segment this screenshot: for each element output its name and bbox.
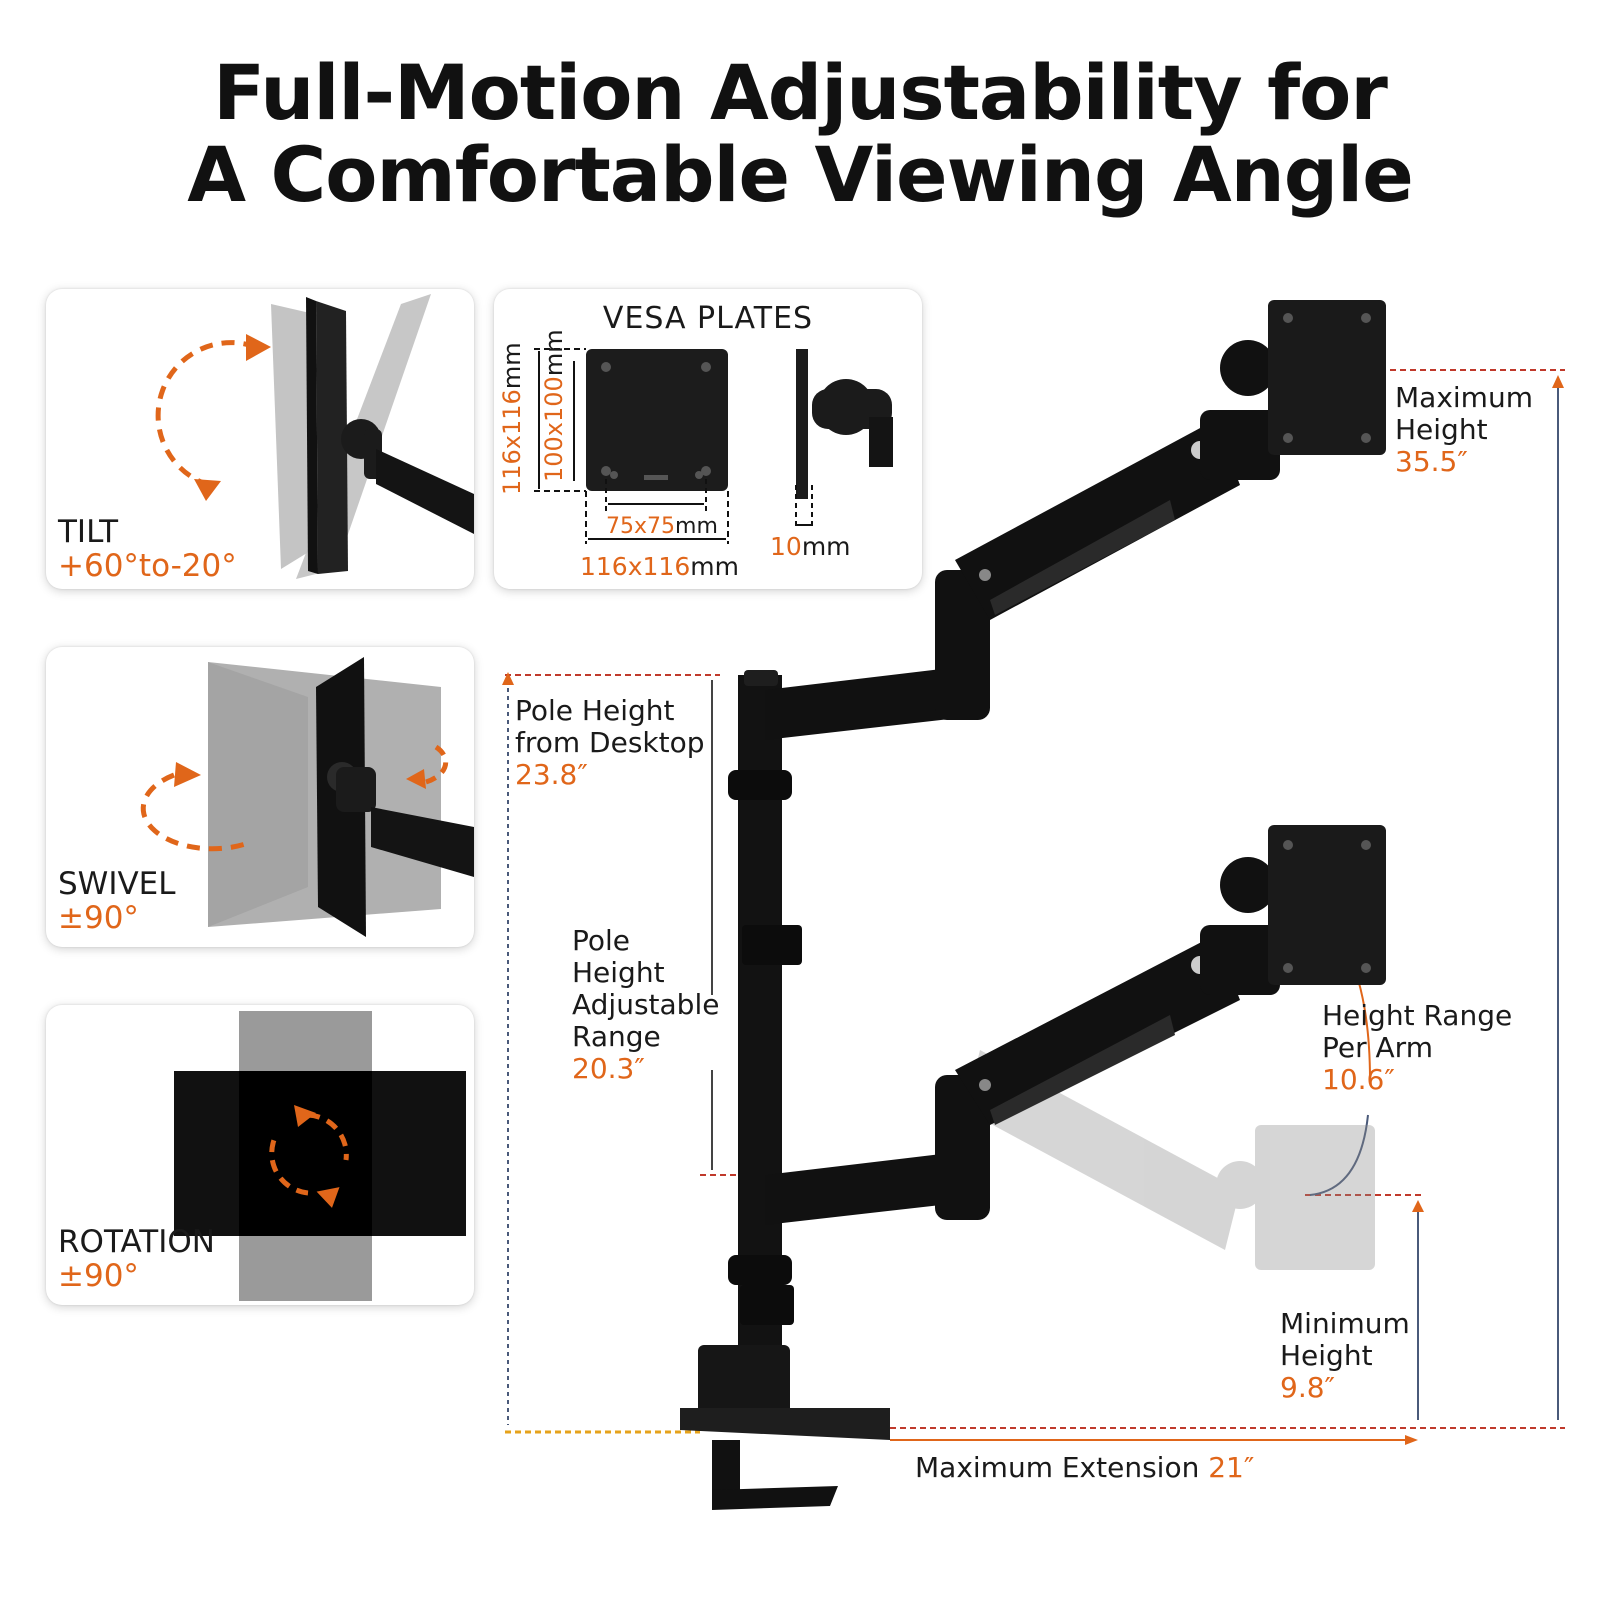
pole-collar-upper [728, 770, 792, 800]
lower-arm-elbow [935, 1075, 990, 1220]
vesa-plate-side [796, 349, 808, 499]
swivel-arrow-right [425, 744, 449, 785]
rotation-arrow-bottom [269, 1139, 309, 1196]
cable-clip [742, 925, 802, 965]
swivel-label-text: SWIVEL [58, 866, 176, 902]
vesa-dim-75: 75x75mm [606, 514, 718, 539]
upper-tilt-joint [1220, 340, 1276, 396]
vesa-illustration [534, 348, 893, 544]
upper-arm-elbow [935, 570, 990, 720]
rotation-label-text: ROTATION [58, 1224, 215, 1260]
tilt-arm [376, 449, 474, 534]
lower-arm-segment-1 [765, 1150, 985, 1225]
rotation-arrow-top [307, 1112, 349, 1161]
lower-tilt-joint [1220, 857, 1276, 913]
vesa-dim-116-horizontal: 116x116mm [580, 552, 739, 581]
swivel-card: SWIVEL ±90° [46, 647, 474, 947]
tilt-arrow-arc [155, 340, 257, 487]
clamp-bottom-plate [712, 1486, 838, 1510]
tilt-arrow-head-bottom [194, 479, 221, 501]
tilt-label: TILT +60°to-20° [58, 515, 237, 583]
swivel-label: SWIVEL ±90° [58, 867, 176, 935]
page-title: Full-Motion Adjustability for A Comforta… [0, 52, 1600, 216]
rotation-illustration [174, 1011, 466, 1301]
swivel-illustration [140, 657, 474, 937]
min-height-value: 9.8″ [1280, 1371, 1335, 1404]
lower-vesa-plate [1268, 825, 1386, 985]
vesa-title: VESA PLATES [602, 301, 814, 336]
upper-arm-gas-spring [955, 420, 1240, 620]
min-height-label: Minimum Height 9.8″ [1280, 1307, 1410, 1404]
swivel-arm-joint [336, 767, 376, 812]
height-range-arm-label: Height Range Per Arm 10.6″ [1322, 999, 1513, 1096]
clamp-top-plate [680, 1408, 890, 1440]
swivel-arrow-left [140, 772, 252, 852]
pole-adjustable-value: 20.3″ [572, 1052, 645, 1085]
height-range-arm-value: 10.6″ [1322, 1063, 1395, 1096]
tilt-value: +60°to-20° [58, 548, 237, 584]
pole-height-value: 23.8″ [515, 758, 588, 791]
vesa-dim-10: 10mm [770, 532, 851, 561]
rotation-card: ROTATION ±90° [46, 1005, 474, 1305]
tilt-monitor-side [316, 301, 348, 574]
title-line-2: A Comfortable Viewing Angle [187, 130, 1414, 219]
vesa-plate-front [586, 349, 728, 491]
vesa-card: VESA PLATES 116x116mm 100x100mm [494, 289, 922, 589]
tilt-illustration [155, 294, 474, 579]
pole-collar-lower [728, 1255, 792, 1285]
title-line-1: Full-Motion Adjustability for [213, 48, 1388, 137]
rotation-value: ±90° [58, 1258, 139, 1294]
tilt-card: TILT +60°to-20° [46, 289, 474, 589]
max-height-value: 35.5″ [1395, 445, 1468, 478]
clamp-body [698, 1345, 790, 1425]
tilt-arrow-head-top [246, 334, 271, 361]
tilt-monitor-panel [306, 297, 318, 574]
height-range-curve-bottom [1309, 1114, 1369, 1196]
swivel-arm [371, 807, 474, 877]
max-extension-label: Maximum Extension 21″ [915, 1451, 1255, 1484]
swivel-value: ±90° [58, 900, 139, 936]
max-extension-value: 21″ [1208, 1451, 1255, 1484]
pole-adjustable-label: Pole Height Adjustable Range 20.3″ [572, 924, 720, 1085]
rotation-label: ROTATION ±90° [58, 1225, 215, 1293]
pole-height-label: Pole Height from Desktop 23.8″ [515, 694, 705, 791]
lower-arm-gas-spring [955, 935, 1240, 1125]
max-height-label: Maximum Height 35.5″ [1395, 381, 1533, 478]
upper-arm-segment-1 [765, 665, 985, 740]
upper-vesa-plate [1268, 300, 1386, 455]
tilt-label-text: TILT [58, 514, 119, 550]
